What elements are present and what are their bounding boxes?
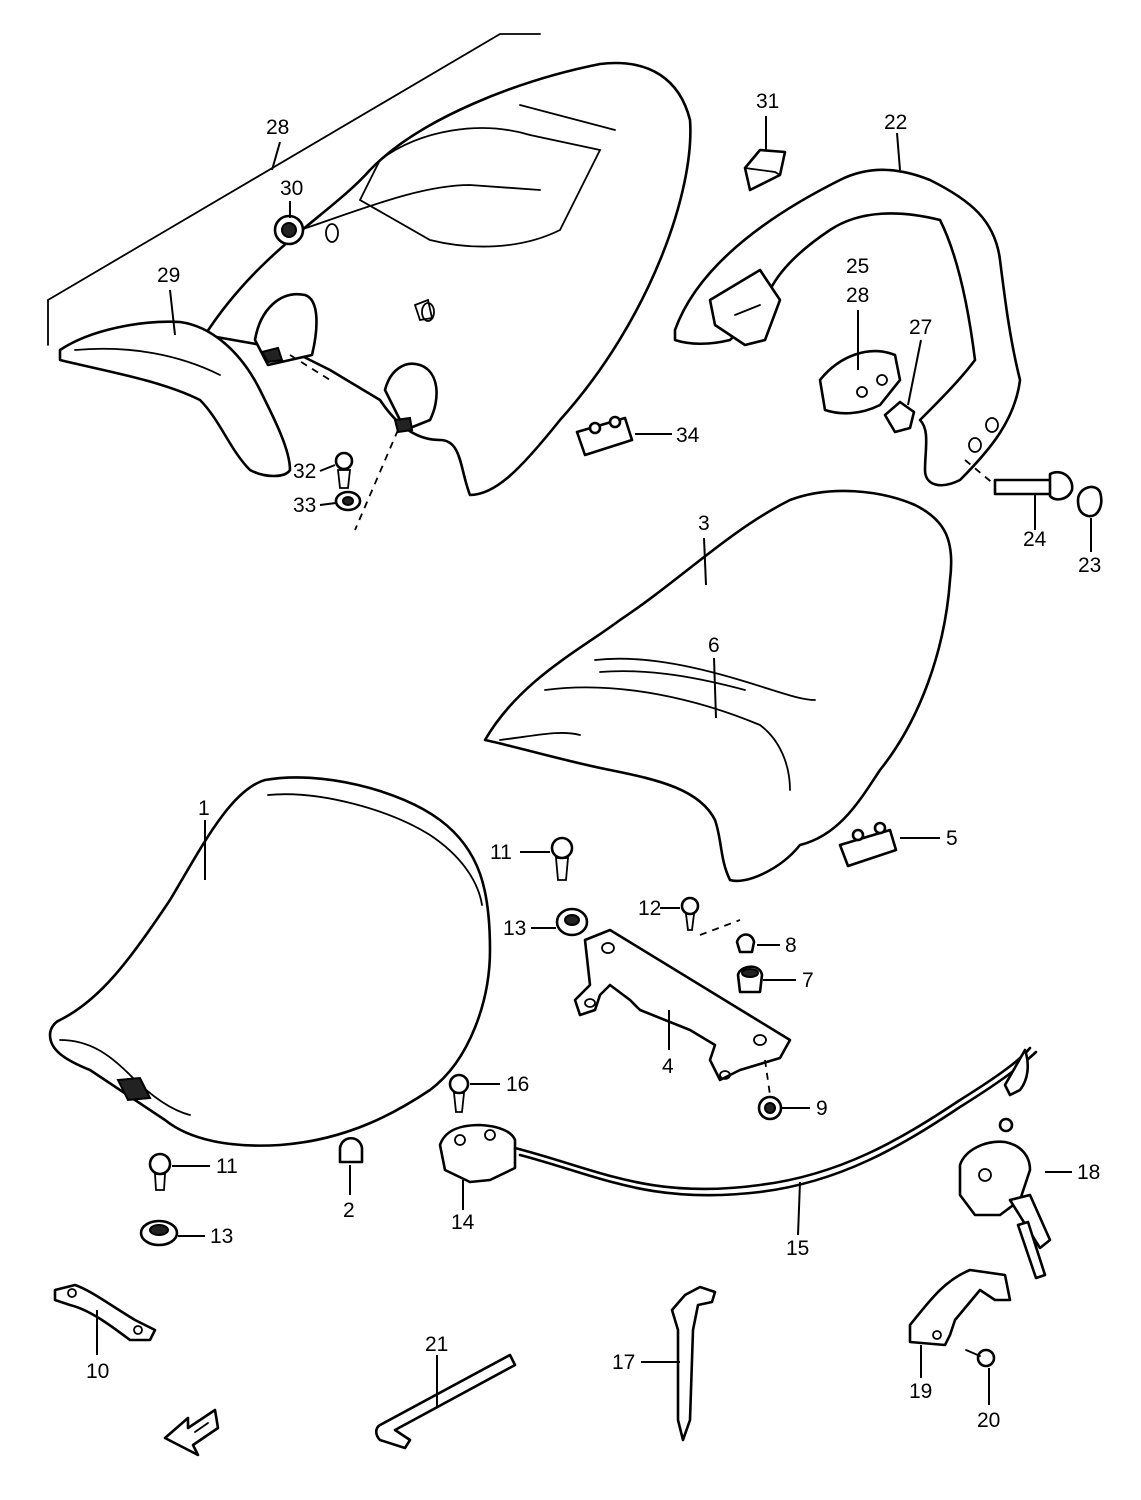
callout-20: 20 (977, 1409, 1000, 1432)
callout-9: 9 (816, 1097, 828, 1120)
callout-1: 1 (198, 797, 210, 820)
callout-26: 28 (846, 284, 869, 307)
cushion-7 (736, 965, 764, 994)
cushion-2 (338, 1136, 364, 1164)
callout-17: 17 (612, 1351, 635, 1374)
callout-11-lower: 11 (216, 1155, 238, 1178)
cap-23 (1076, 485, 1103, 518)
tool-rod (670, 1285, 717, 1442)
seat-lock (438, 1123, 517, 1184)
pillion-seat (483, 489, 953, 883)
callout-21: 21 (425, 1333, 448, 1356)
spacer-block (818, 349, 902, 415)
bolt-11-upper (550, 836, 574, 881)
rubber-13-lower (139, 1219, 179, 1247)
seat-tail-cowl (47, 33, 692, 531)
rubber-13-upper (555, 907, 589, 937)
screw-32 (334, 451, 354, 489)
screw-12 (680, 896, 741, 936)
hex-wrench (374, 1353, 517, 1450)
bolt-24 (964, 459, 1074, 501)
seat-strap (53, 1283, 157, 1342)
callout-33: 33 (293, 494, 316, 517)
callout-32: 32 (293, 460, 316, 483)
callout-11-upper: 11 (490, 841, 512, 864)
callout-5: 5 (946, 827, 958, 850)
callout-18: 18 (1077, 1161, 1100, 1184)
callout-10: 10 (86, 1360, 109, 1383)
seat-bracket (573, 928, 792, 1082)
callout-14: 14 (451, 1211, 475, 1234)
damper-34 (575, 415, 634, 457)
callout-6: 6 (708, 634, 720, 657)
callout-15: 15 (786, 1237, 809, 1260)
grab-rail (673, 168, 1022, 487)
callout-13-lower: 13 (210, 1225, 233, 1248)
callout-16: 16 (506, 1073, 529, 1096)
damper-5 (838, 821, 898, 868)
leader-lines (96, 116, 1092, 1408)
nut-9 (757, 1059, 783, 1121)
bolt-16 (448, 1073, 470, 1113)
callout-12: 12 (638, 897, 661, 920)
callout-23: 23 (1078, 554, 1101, 577)
lock-cable (513, 1046, 1038, 1197)
callout-25: 25 (846, 255, 869, 278)
callout-22: 22 (884, 111, 907, 134)
callout-8: 8 (785, 934, 797, 957)
callout-34: 34 (676, 424, 700, 447)
callout-31: 31 (756, 90, 779, 113)
lock-bracket (908, 1268, 1012, 1347)
callout-28: 28 (266, 116, 289, 139)
callout-4: 4 (662, 1055, 674, 1078)
callout-30: 30 (280, 177, 303, 200)
callout-19: 19 (909, 1380, 932, 1403)
helmet-lock (958, 1140, 1052, 1280)
callout-27: 27 (909, 316, 932, 339)
callout-13-upper: 13 (503, 917, 526, 940)
grommet-30 (273, 214, 305, 246)
front-seat (48, 776, 492, 1147)
front-direction-arrow-icon (163, 1408, 220, 1457)
cap-8 (735, 933, 756, 954)
callout-7: 7 (802, 969, 814, 992)
screw-20 (965, 1348, 996, 1368)
collar-27 (883, 400, 916, 434)
tail-pad (58, 320, 292, 478)
callout-24: 24 (1023, 528, 1047, 551)
callout-29: 29 (157, 264, 180, 287)
washer-33 (334, 490, 362, 512)
callout-3: 3 (698, 512, 710, 535)
callout-2: 2 (343, 1199, 355, 1222)
cushion-31 (743, 148, 787, 192)
bolt-11-lower (148, 1152, 172, 1191)
callout-labels: 28 30 29 32 33 31 22 25 28 27 34 24 23 3… (86, 90, 1101, 1432)
